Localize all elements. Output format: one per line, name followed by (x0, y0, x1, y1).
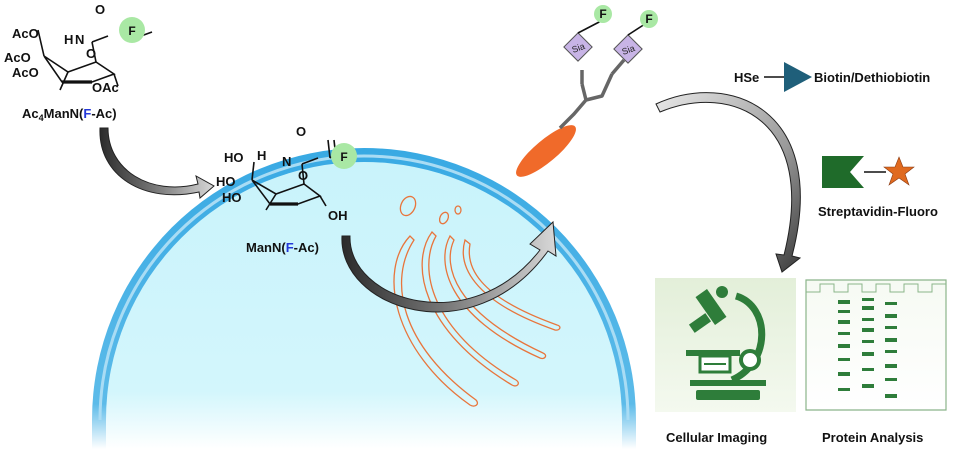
molecule-mann-fac: F O H N O HO HO HO OH ManN(F-Ac) (216, 124, 357, 255)
cell-cytoplasm (106, 162, 622, 449)
oh: OH (328, 208, 348, 223)
ho-1: HO (224, 150, 244, 165)
aco-1: AcO (12, 26, 39, 41)
glycan-chain (558, 58, 626, 130)
ho-2: HO (216, 174, 236, 189)
streptavidin-label: Streptavidin-Fluoro (818, 204, 938, 219)
fluorine-label-mid: F (340, 150, 347, 164)
carbonyl-o-mid: O (296, 124, 306, 139)
biotin-label: Biotin/Dethiobiotin (814, 70, 930, 85)
sia-label-2: Sia (621, 43, 637, 57)
panel-cellular-imaging: Cellular Imaging (655, 278, 796, 445)
fluorine-tag-1 (594, 5, 612, 23)
oac: OAc (92, 80, 119, 95)
aco-2: AcO (4, 50, 31, 65)
fluorine-label-top: F (128, 24, 135, 38)
fluoro-star (883, 156, 915, 186)
sia-residue-2 (613, 34, 643, 64)
nh-n-mid: N (282, 154, 291, 169)
ho-3: HO (222, 190, 242, 205)
ring-o-mid: O (298, 168, 308, 183)
glycoprotein: Sia Sia F F (516, 5, 658, 177)
arrow-to-golgi-surface (341, 220, 557, 313)
fluorine-tag-2 (640, 10, 658, 28)
carbonyl-o-top: O (95, 2, 105, 17)
cell (92, 148, 636, 449)
molecule-top-name: Ac4ManN(F-Ac) (22, 106, 117, 123)
nh-n-top: N (75, 32, 84, 47)
cellular-imaging-label: Cellular Imaging (666, 430, 767, 445)
fluorine-circle-mid (331, 143, 357, 169)
molecule-ac4mann-fac: F O H N O AcO AcO AcO OAc Ac4ManN(F-Ac) (4, 2, 153, 123)
nh-h-top: H (64, 32, 73, 47)
streptavidin-shape (822, 156, 864, 188)
panel-protein-analysis: Protein Analysis (805, 279, 947, 445)
aco-3: AcO (12, 65, 39, 80)
molecule-mid-name: ManN(F-Ac) (246, 240, 319, 255)
gel-bands (838, 298, 897, 398)
fluorine-circle-top (119, 17, 145, 43)
microscope-icon (686, 286, 766, 400)
ho-h-mid: H (257, 148, 266, 163)
arrow-deacetylation (99, 127, 215, 199)
fluorine-tag-2-label: F (645, 12, 652, 26)
arrow-to-analysis (655, 92, 802, 273)
probe-streptavidin: Streptavidin-Fluoro (818, 156, 938, 219)
membrane-protein (516, 125, 576, 177)
fluorine-tag-1-label: F (599, 7, 606, 21)
cell-membrane-inner-line (98, 154, 630, 421)
ring-o-top: O (86, 46, 96, 61)
hse-label: HSe (734, 70, 759, 85)
sia-label-1: Sia (571, 41, 587, 55)
probe-biotin: HSe Biotin/Dethiobiotin (734, 62, 930, 92)
sia-residue-1 (563, 32, 593, 62)
protein-analysis-label: Protein Analysis (822, 430, 923, 445)
biotin-triangle (784, 62, 812, 92)
